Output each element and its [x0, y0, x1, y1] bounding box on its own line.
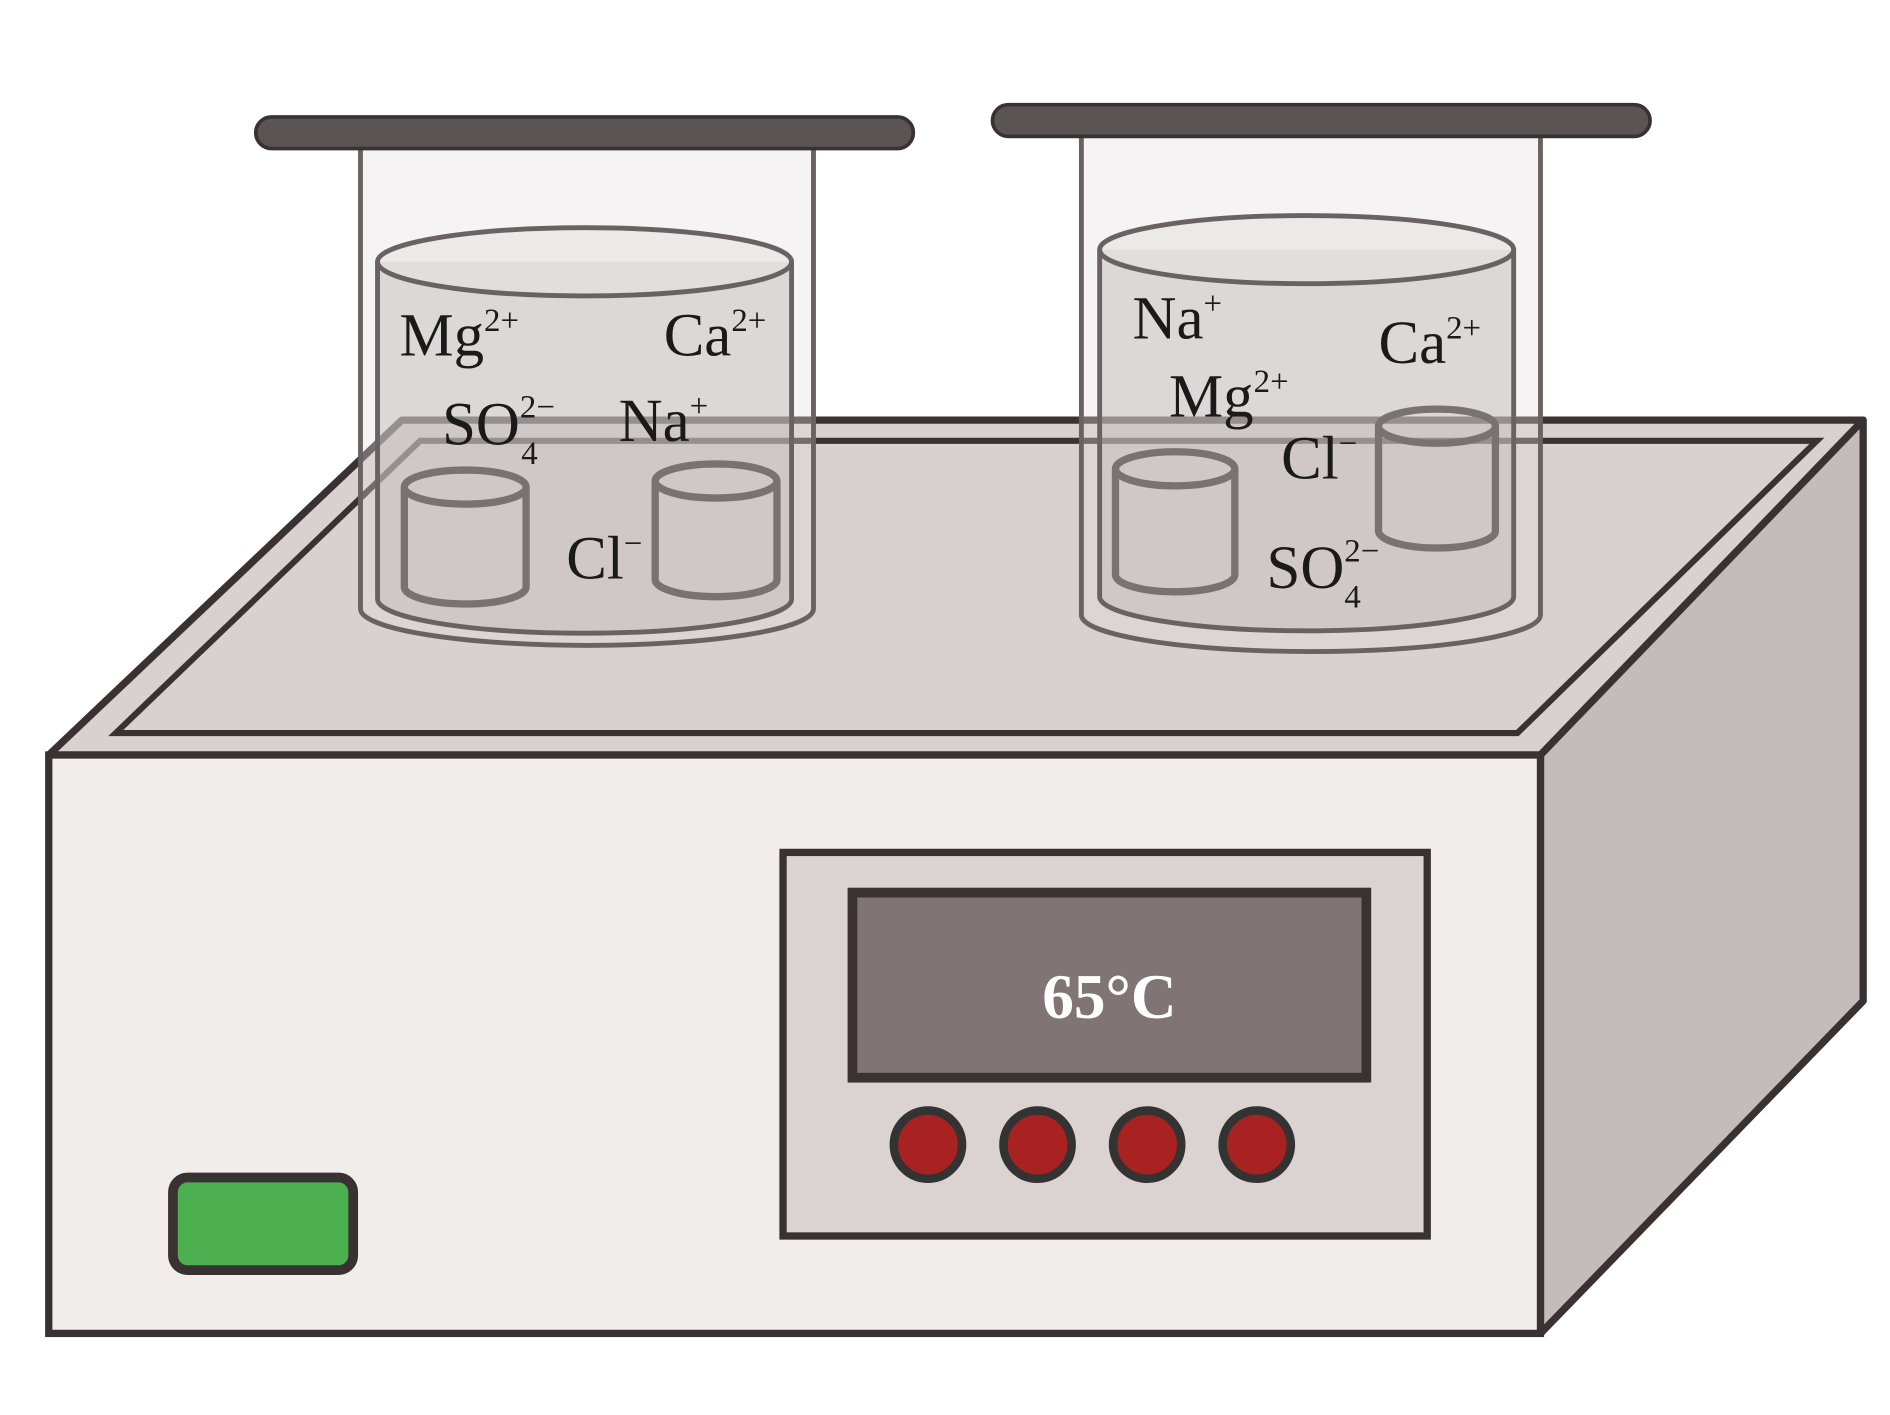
bath-top-rim: [108, 437, 1825, 737]
control-button-1[interactable]: [889, 1106, 967, 1184]
control-panel: 65°C: [779, 848, 1431, 1240]
ion-label: Cl−: [1281, 426, 1357, 493]
beaker-lid: [253, 115, 916, 151]
beaker-lid: [990, 102, 1652, 139]
control-button-3[interactable]: [1108, 1106, 1186, 1184]
temperature-readout: 65°C: [1042, 962, 1176, 1032]
control-button-4[interactable]: [1218, 1106, 1296, 1184]
ion-label: Mg2+: [1169, 363, 1289, 430]
ion-label: Cl−: [566, 525, 642, 592]
sample-cylinder: [651, 460, 781, 601]
ion-label: SO2−4: [442, 390, 555, 472]
ion-label: Na+: [1133, 286, 1223, 353]
beaker-right: Na+ Ca2+ Mg2+ Cl− SO2−4: [990, 102, 1652, 655]
sample-cylinder: [1374, 405, 1500, 552]
ion-label: Mg2+: [399, 303, 519, 370]
temperature-display: [847, 887, 1372, 1083]
sample-cylinder: [400, 466, 530, 608]
beaker-left: Mg2+ Ca2+ SO2−4 Na+ Cl−: [253, 115, 916, 648]
sample-cylinder: [1111, 448, 1239, 596]
ion-label: Ca2+: [664, 303, 767, 370]
control-button-2[interactable]: [999, 1106, 1076, 1184]
ion-label: Na+: [619, 388, 709, 455]
ion-label: Ca2+: [1379, 310, 1482, 377]
power-switch[interactable]: [168, 1172, 359, 1275]
ion-label: SO2−4: [1266, 533, 1379, 615]
